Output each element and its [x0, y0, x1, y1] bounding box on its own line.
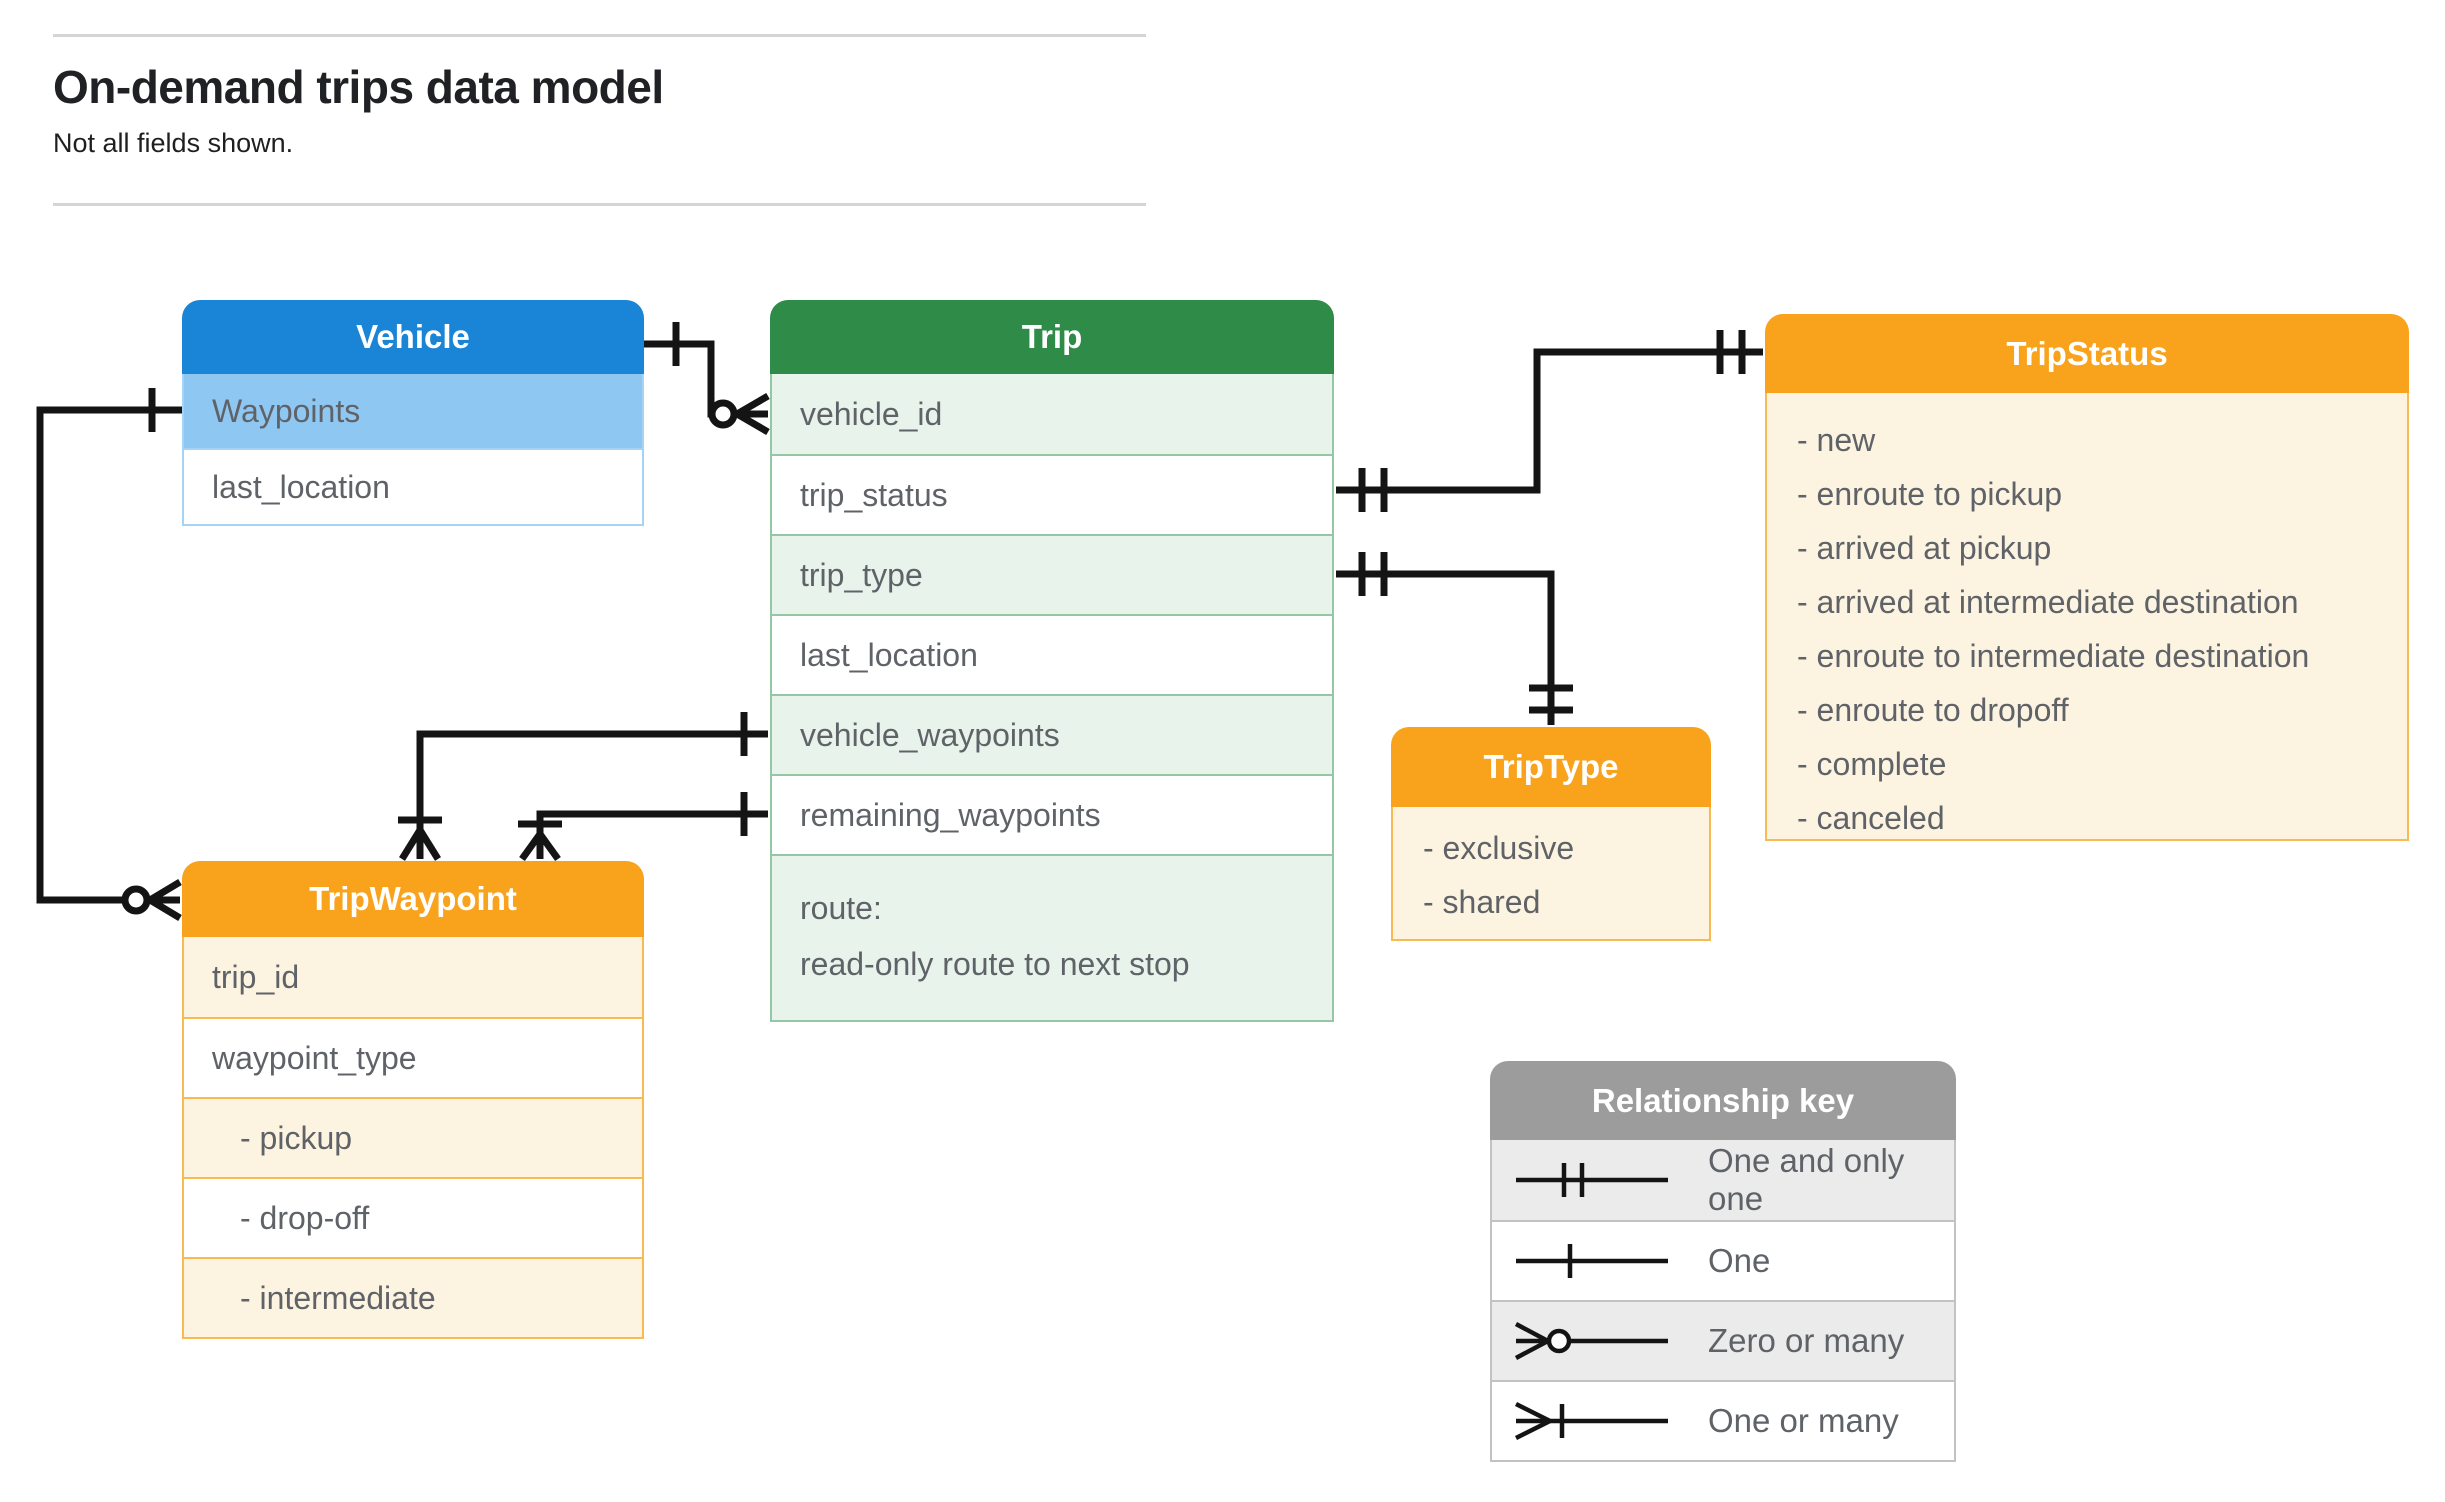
entity-trip: Trip vehicle_id trip_status trip_type la…	[770, 300, 1334, 1022]
trip-status-item: - canceled	[1797, 800, 1945, 836]
table-row: trip_status	[772, 454, 1332, 534]
legend-label: One and only one	[1708, 1142, 1905, 1217]
trip-type-item: - exclusive	[1423, 830, 1575, 866]
connector-trip-remaining-waypoints	[518, 792, 768, 862]
connector-trip-vehicle-waypoints	[398, 712, 768, 861]
table-row: vehicle_waypoints	[772, 694, 1332, 774]
page-header: On-demand trips data model Not all field…	[53, 60, 664, 159]
zero-circle	[121, 885, 151, 915]
trip-status-item: - arrived at pickup	[1797, 530, 2052, 566]
page-title: On-demand trips data model	[53, 61, 664, 113]
trip-status-item: - enroute to pickup	[1797, 476, 2063, 512]
legend-label: One	[1708, 1242, 1771, 1279]
entity-tripstatus-title: TripStatus	[1765, 314, 2409, 393]
legend-label: One or many	[1708, 1402, 1899, 1439]
entity-trip-body: vehicle_id trip_status trip_type last_lo…	[770, 374, 1334, 1022]
entity-tripwaypoint-title: TripWaypoint	[182, 861, 644, 937]
relationship-key-title: Relationship key	[1490, 1061, 1956, 1140]
trip-status-item: - enroute to intermediate destination	[1797, 638, 2310, 674]
connector-vehicle-tripwaypoint	[36, 388, 184, 922]
trip-type-item: - shared	[1423, 884, 1541, 920]
one-icon	[1516, 1244, 1668, 1278]
legend-label: Zero or many	[1708, 1322, 1905, 1359]
table-row: last_location	[772, 614, 1332, 694]
legend-row: One	[1492, 1220, 1954, 1300]
entity-triptype: TripType - exclusive - shared	[1391, 727, 1711, 941]
one-or-many-icon	[1514, 1401, 1668, 1441]
page-subtitle: Not all fields shown.	[53, 128, 294, 158]
crow-foot-icon	[148, 878, 182, 922]
table-row: vehicle_id	[772, 374, 1332, 454]
entity-triptype-body: - exclusive - shared	[1391, 807, 1711, 941]
route-note: read-only route to next stop	[800, 946, 1190, 982]
one-and-only-one-icon	[1516, 1163, 1668, 1197]
table-row: waypoint_type	[184, 1017, 642, 1097]
crow-foot-icon	[735, 392, 770, 436]
table-row: Waypoints	[184, 374, 642, 448]
entity-tripstatus-body: - new - enroute to pickup - arrived at p…	[1765, 393, 2409, 841]
trip-status-item: - complete	[1797, 746, 1947, 782]
entity-trip-title: Trip	[770, 300, 1334, 374]
trip-status-item: - enroute to dropoff	[1797, 692, 2069, 728]
entity-triptype-title: TripType	[1391, 727, 1711, 807]
table-row: route: read-only route to next stop	[772, 854, 1332, 1020]
legend-row: One or many	[1492, 1380, 1954, 1460]
top-divider	[53, 34, 1146, 37]
bottom-divider	[53, 203, 1146, 206]
table-row: last_location	[184, 448, 642, 524]
table-row: remaining_waypoints	[772, 774, 1332, 854]
table-row: - drop-off	[184, 1177, 642, 1257]
connector-vehicle-trip	[644, 322, 770, 436]
entity-tripwaypoint: TripWaypoint trip_id waypoint_type - pic…	[182, 861, 644, 1339]
connector-trip-tripstatus	[1336, 330, 1763, 512]
entity-tripstatus: TripStatus - new - enroute to pickup - a…	[1765, 314, 2409, 841]
trip-status-item: - arrived at intermediate destination	[1797, 584, 2299, 620]
relationship-key-body: One and only one One Zero or many	[1490, 1140, 1956, 1462]
zero-circle	[708, 399, 738, 429]
entity-vehicle-body: Waypoints last_location	[182, 374, 644, 526]
route-label: route:	[800, 890, 882, 926]
table-row: trip_type	[772, 534, 1332, 614]
crow-foot-icon	[399, 828, 441, 861]
entity-tripwaypoint-body: trip_id waypoint_type - pickup - drop-of…	[182, 937, 644, 1339]
trip-status-item: - new	[1797, 422, 1876, 458]
legend-row: One and only one	[1492, 1140, 1954, 1220]
entity-vehicle: Vehicle Waypoints last_location	[182, 300, 644, 526]
table-row: trip_id	[184, 937, 642, 1017]
connector-trip-triptype	[1336, 552, 1573, 725]
relationship-key: Relationship key One and only one One	[1490, 1061, 1956, 1462]
zero-or-many-icon	[1514, 1322, 1668, 1360]
table-row: - pickup	[184, 1097, 642, 1177]
legend-row: Zero or many	[1492, 1300, 1954, 1380]
entity-vehicle-title: Vehicle	[182, 300, 644, 374]
table-row: - intermediate	[184, 1257, 642, 1337]
crow-foot-icon	[519, 831, 561, 862]
